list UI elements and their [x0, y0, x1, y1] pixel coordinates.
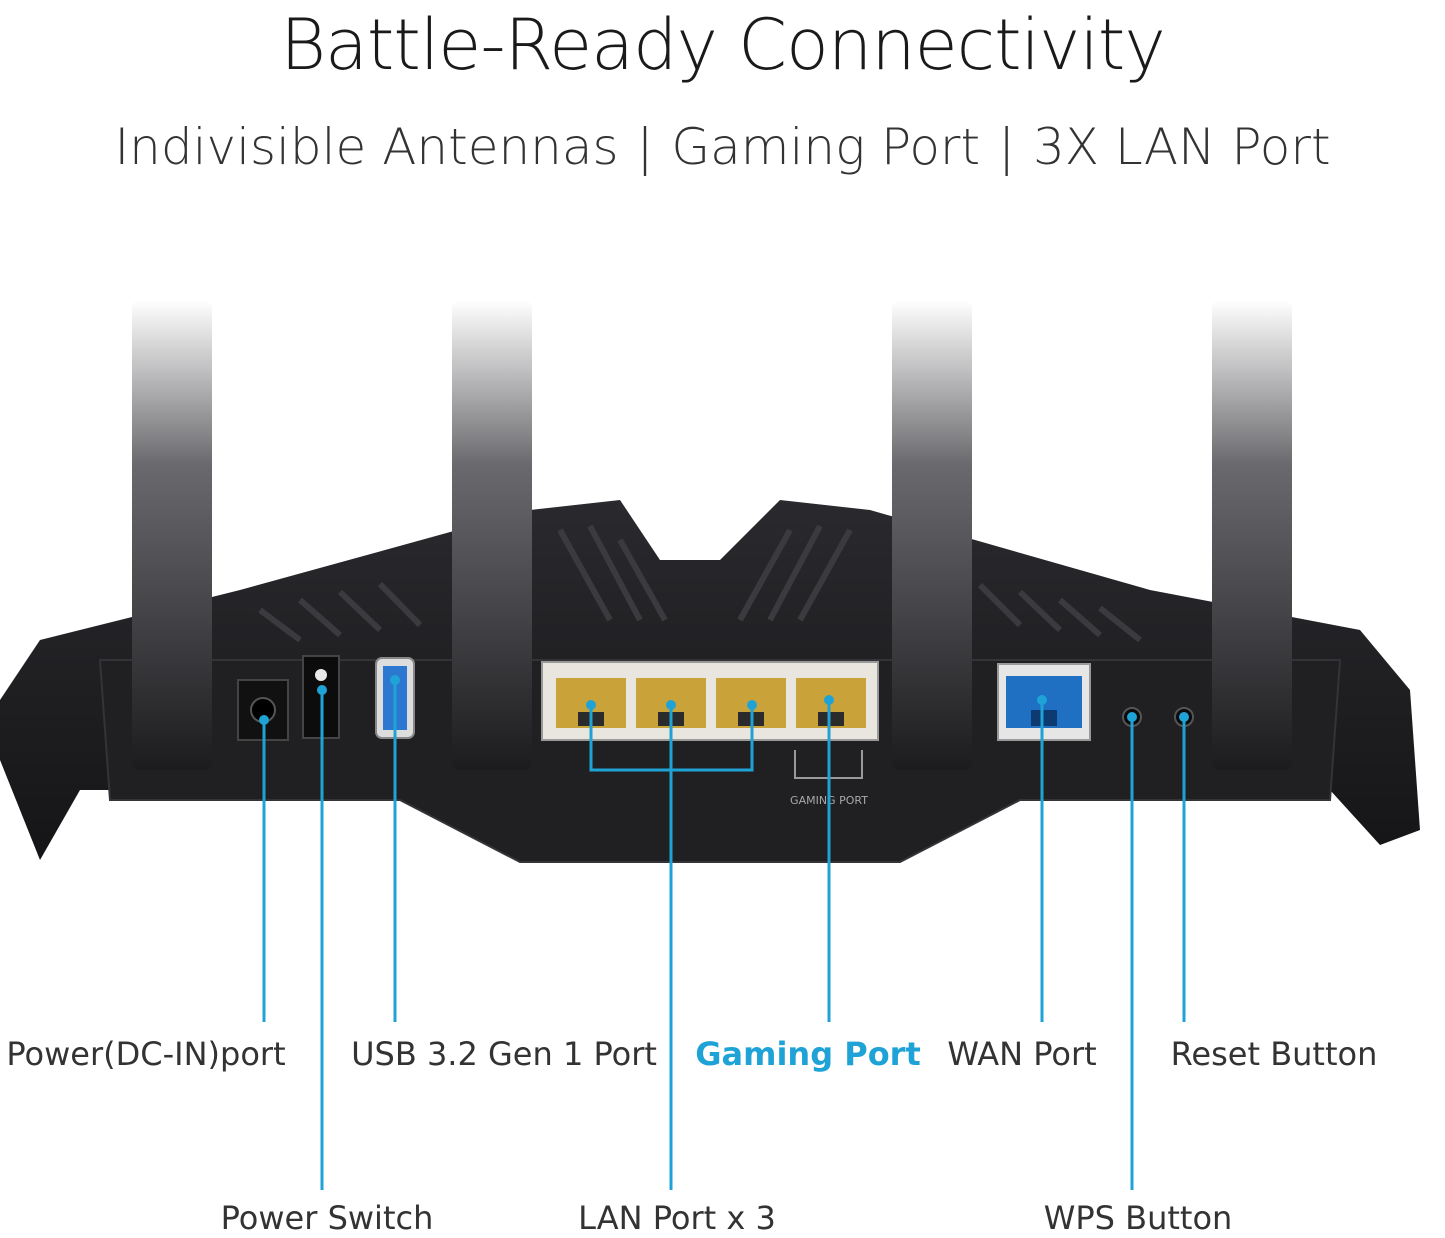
feature-antennas: Indivisible Antennas [114, 118, 619, 176]
feature-lan-port: 3X LAN Port [1032, 118, 1331, 176]
feature-gaming-port: Gaming Port [671, 118, 981, 176]
separator: | [998, 118, 1015, 176]
antenna-4 [1212, 300, 1292, 770]
label-power-dc: Power(DC-IN)port [6, 1035, 286, 1073]
separator: | [636, 118, 654, 176]
label-wps: WPS Button [1043, 1199, 1233, 1237]
label-gaming-port: Gaming Port [695, 1035, 921, 1073]
page-title: Battle-Ready Connectivity [280, 4, 1166, 86]
label-wan: WAN Port [947, 1035, 1097, 1073]
antennas [132, 300, 1292, 770]
label-usb: USB 3.2 Gen 1 Port [351, 1035, 657, 1073]
callout-lines [262, 680, 1186, 1190]
antenna-3 [892, 300, 972, 770]
antenna-2 [452, 300, 532, 770]
feature-subtitle: Indivisible Antennas | Gaming Port | 3X LAN … [0, 112, 1445, 182]
label-lan: LAN Port x 3 [578, 1199, 776, 1237]
antenna-1 [132, 300, 212, 770]
label-reset: Reset Button [1170, 1035, 1378, 1073]
label-power-switch: Power Switch [220, 1199, 434, 1237]
